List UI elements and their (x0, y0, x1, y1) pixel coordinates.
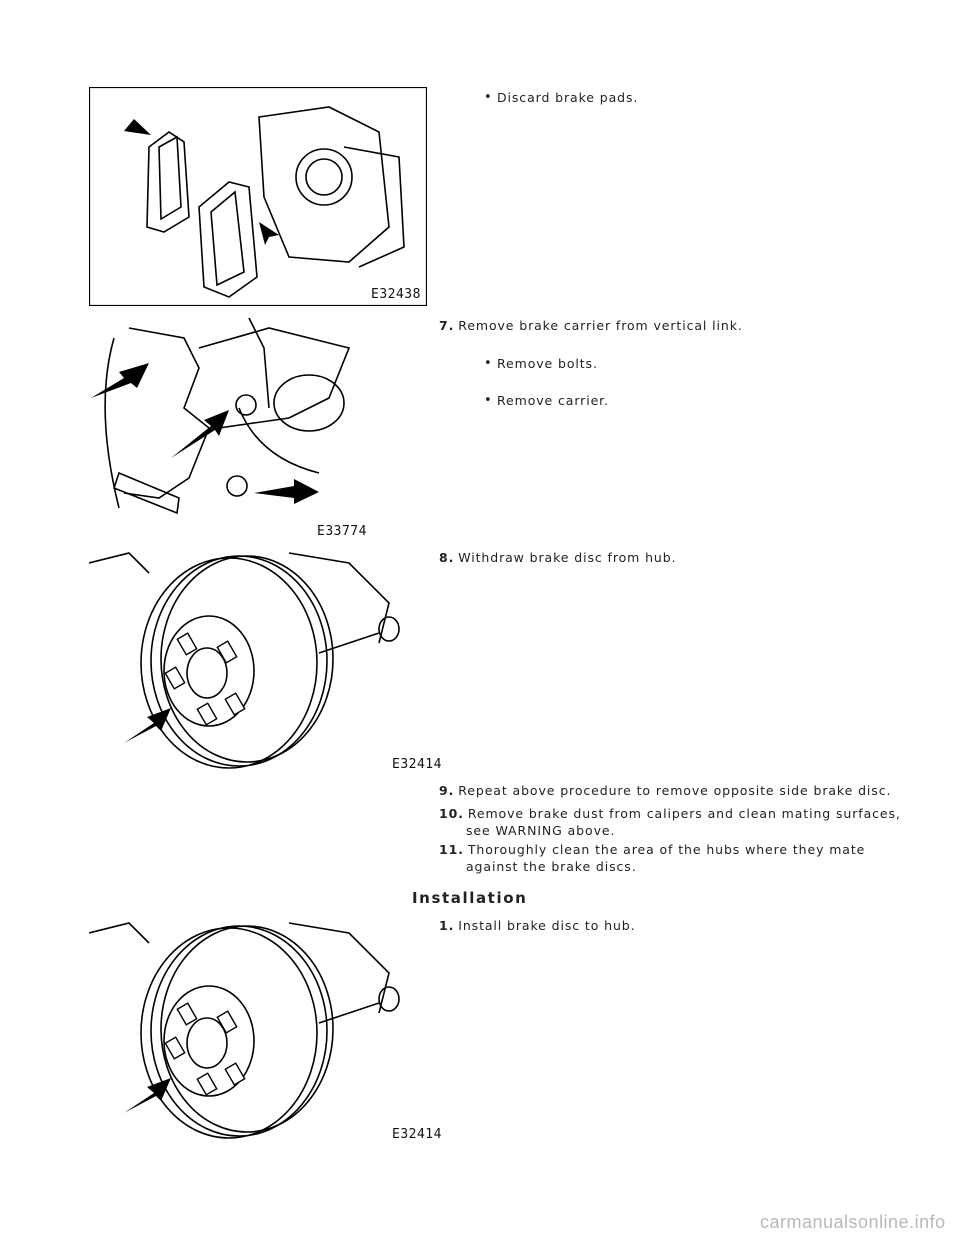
step-text: Withdraw brake disc from hub. (458, 550, 677, 565)
figure-code: E32414 (392, 1127, 442, 1142)
watermark: carmanualsonline.info (760, 1212, 946, 1232)
step-10: 10.Remove brake dust from calipers and c… (439, 805, 901, 839)
figure-code: E32414 (392, 757, 442, 772)
bullet-remove-bolts: Remove bolts. (484, 355, 598, 372)
step-text: Install brake disc to hub. (458, 918, 636, 933)
step-text: Remove brake carrier from vertical link. (458, 318, 743, 333)
figure-code: E32438 (371, 287, 421, 302)
section-heading-installation: Installation (412, 889, 528, 907)
brake-disc-install-illustration (89, 922, 400, 1139)
figure-code: E33774 (317, 524, 367, 539)
step-number: 9. (439, 783, 455, 798)
brake-disc-illustration (89, 552, 400, 769)
step-11: 11.Thoroughly clean the area of the hubs… (439, 841, 865, 875)
brake-carrier-illustration (91, 317, 351, 515)
install-step-1: 1.Install brake disc to hub. (439, 917, 635, 934)
step-text-continued: against the brake discs. (466, 859, 637, 874)
figure-brake-pads: E32438 (89, 87, 427, 306)
step-8: 8.Withdraw brake disc from hub. (439, 549, 676, 566)
step-9: 9.Repeat above procedure to remove oppos… (439, 782, 891, 799)
step-text: Repeat above procedure to remove opposit… (458, 783, 892, 798)
step-number: 10. (439, 806, 464, 821)
figure-brake-disc: E32414 (89, 543, 442, 775)
figure-brake-disc-install: E32414 (89, 913, 442, 1145)
step-number: 7. (439, 318, 455, 333)
step-text: Thoroughly clean the area of the hubs wh… (467, 842, 866, 857)
step-number: 11. (439, 842, 464, 857)
step-number: 1. (439, 918, 455, 933)
step-text-continued: see WARNING above. (466, 823, 616, 838)
step-7: 7.Remove brake carrier from vertical lin… (439, 317, 743, 334)
bullet-remove-carrier: Remove carrier. (484, 392, 609, 409)
figure-brake-carrier: E33774 (89, 308, 427, 539)
step-number: 8. (439, 550, 455, 565)
step-text: Remove brake dust from calipers and clea… (467, 806, 901, 821)
bullet-discard-brake-pads: Discard brake pads. (484, 89, 638, 106)
brake-pads-illustration (89, 87, 427, 306)
